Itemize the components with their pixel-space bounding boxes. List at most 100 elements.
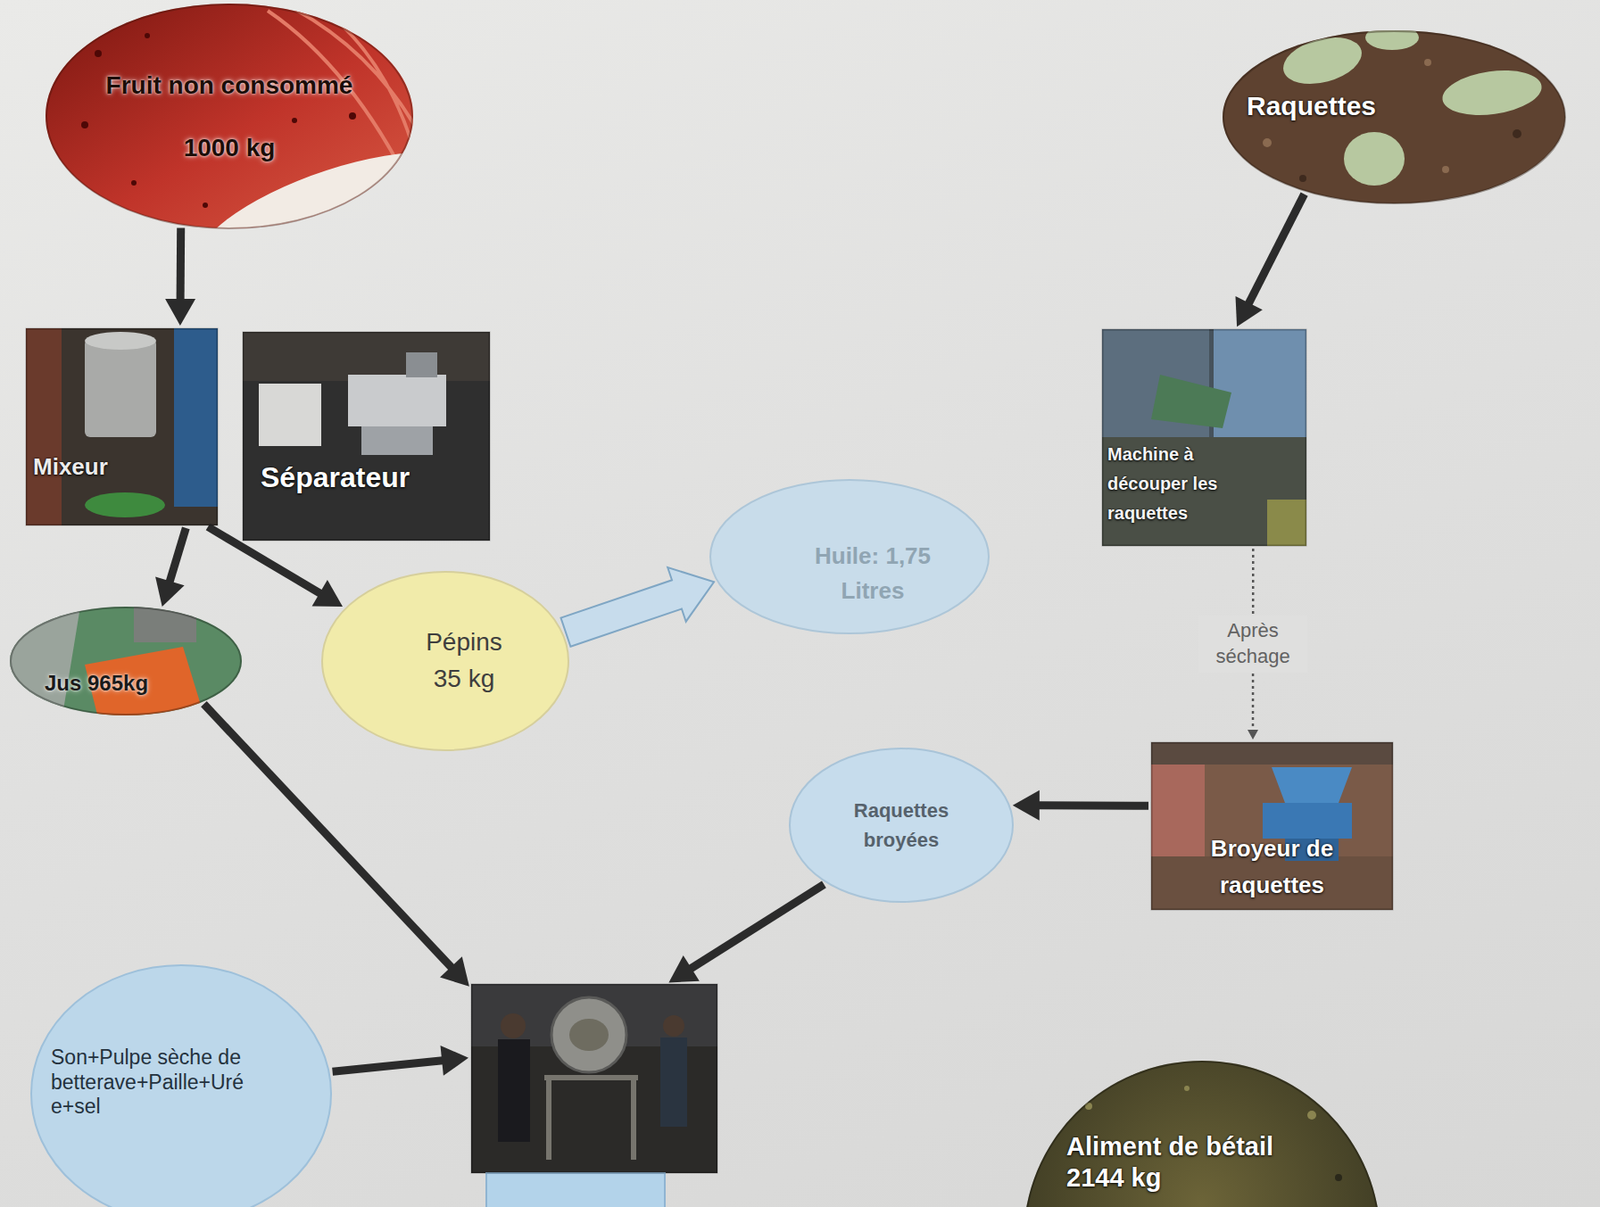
feed-photo — [1023, 1061, 1381, 1207]
oval-shape — [31, 965, 332, 1207]
fruit-spine — [94, 49, 102, 58]
crate — [1267, 499, 1307, 547]
node-text: Son+Pulpe sèche de betterave+Paille+Uré … — [50, 1045, 274, 1120]
flow-arrow — [1012, 790, 1149, 821]
flow-arrow — [1235, 194, 1305, 328]
fruit-spine — [131, 180, 137, 186]
wall-top — [1151, 742, 1393, 765]
flow-arrow — [165, 228, 196, 327]
photo-box: Machine à découper les raquettes — [1102, 329, 1307, 547]
fruit-spine — [81, 121, 89, 129]
node-text: Fruit non consommé — [106, 70, 354, 101]
node-text: Jus 965kg — [44, 671, 149, 697]
soil-speck — [1442, 165, 1450, 174]
block-arrow-shape — [561, 567, 715, 647]
photo-box: Mixeur — [25, 328, 218, 526]
box-shape — [1102, 330, 1307, 547]
feed-grain — [1184, 1086, 1190, 1092]
oval-outline — [9, 606, 242, 716]
cactus-pad — [1343, 132, 1405, 186]
arrow-shaft — [1248, 194, 1304, 305]
node-text: Machine à découper les raquettes — [1107, 439, 1255, 529]
workshop — [25, 328, 218, 526]
separator-machine — [348, 374, 447, 427]
soil-speck — [1299, 174, 1307, 183]
workshop — [242, 331, 490, 541]
block-arrow — [561, 567, 715, 647]
box-shape — [1152, 743, 1393, 911]
juice-photo — [9, 606, 242, 719]
worker — [497, 1039, 531, 1143]
soil-speck — [1262, 138, 1272, 148]
arrow-shaft — [207, 527, 321, 595]
arrowhead — [165, 298, 196, 326]
fruit-spine — [144, 33, 150, 39]
machine-part — [133, 606, 197, 643]
product-oval: Pépins 35 kg — [321, 571, 570, 752]
oval-shape — [789, 748, 1013, 903]
arrowhead — [1012, 790, 1040, 821]
flow-arrow — [332, 1045, 469, 1077]
arrow-shaft — [690, 884, 825, 970]
node-text: Pépins 35 kg — [413, 624, 516, 697]
oval-shape — [322, 572, 569, 751]
worker-head — [500, 1013, 526, 1039]
separator-base — [361, 426, 433, 456]
flow-arrow — [155, 528, 186, 607]
oval-shape — [710, 480, 989, 634]
photo-box: Séparateur — [242, 331, 490, 541]
feed-grain — [1334, 1174, 1343, 1182]
prickly-pear-photo — [45, 3, 510, 324]
fruit-skin — [45, 3, 414, 230]
oval-outline — [45, 3, 414, 230]
hopper — [406, 352, 438, 378]
oval-outline — [788, 747, 1014, 904]
node-text: Broyeur de raquettes — [1187, 830, 1358, 904]
soil — [1222, 30, 1567, 205]
grinder-body — [1262, 803, 1352, 839]
caption-box — [486, 1173, 665, 1207]
node-text: Aliment de bétail 2144 kg — [1066, 1131, 1335, 1194]
box-shape — [472, 985, 718, 1174]
flow-arrow — [668, 884, 824, 983]
box-shape — [243, 332, 490, 541]
carton — [258, 383, 322, 447]
oval-shape — [46, 4, 413, 229]
arrowhead — [439, 956, 470, 987]
arrow-shaft — [176, 228, 186, 301]
oval-shape — [1223, 31, 1566, 204]
green-base — [84, 492, 166, 518]
arrow-shaft — [169, 528, 186, 582]
feed-grain — [1307, 1110, 1317, 1120]
mixer-lid — [84, 331, 157, 350]
product-oval: Huile: 1,75 Litres — [709, 479, 990, 635]
node-text: Huile: 1,75 Litres — [805, 538, 940, 609]
node-text: Raquettes broyées — [838, 795, 964, 855]
arrowhead — [668, 955, 699, 983]
arrowhead — [1247, 729, 1259, 740]
box-outline — [471, 984, 718, 1174]
oval-outline — [321, 571, 570, 752]
worker-head — [663, 1015, 685, 1037]
box-outline — [242, 331, 490, 541]
fruit-flesh — [177, 122, 509, 324]
grinder-hopper — [1271, 767, 1352, 804]
arrowhead — [1235, 296, 1263, 327]
floor — [1102, 437, 1307, 547]
photo-box: Broyeur de raquettes — [1151, 742, 1393, 911]
fruit-spine — [348, 112, 357, 120]
wall — [242, 331, 490, 382]
drum-frame — [544, 1077, 639, 1161]
node-text: 1000 kg — [183, 132, 276, 164]
fruit-spine — [202, 202, 208, 208]
worker — [660, 1037, 688, 1128]
mixer-box — [471, 984, 718, 1174]
juice-oval: Jus 965kg — [9, 606, 242, 716]
cactus-pad — [1439, 64, 1545, 121]
fruit-oval: Fruit non consommé 1000 kg — [45, 3, 414, 230]
pads-oval: Raquettes — [1222, 30, 1567, 205]
cut-pads — [1151, 374, 1232, 429]
cutter-machine — [1213, 329, 1307, 446]
cactus-pad — [1365, 24, 1419, 50]
